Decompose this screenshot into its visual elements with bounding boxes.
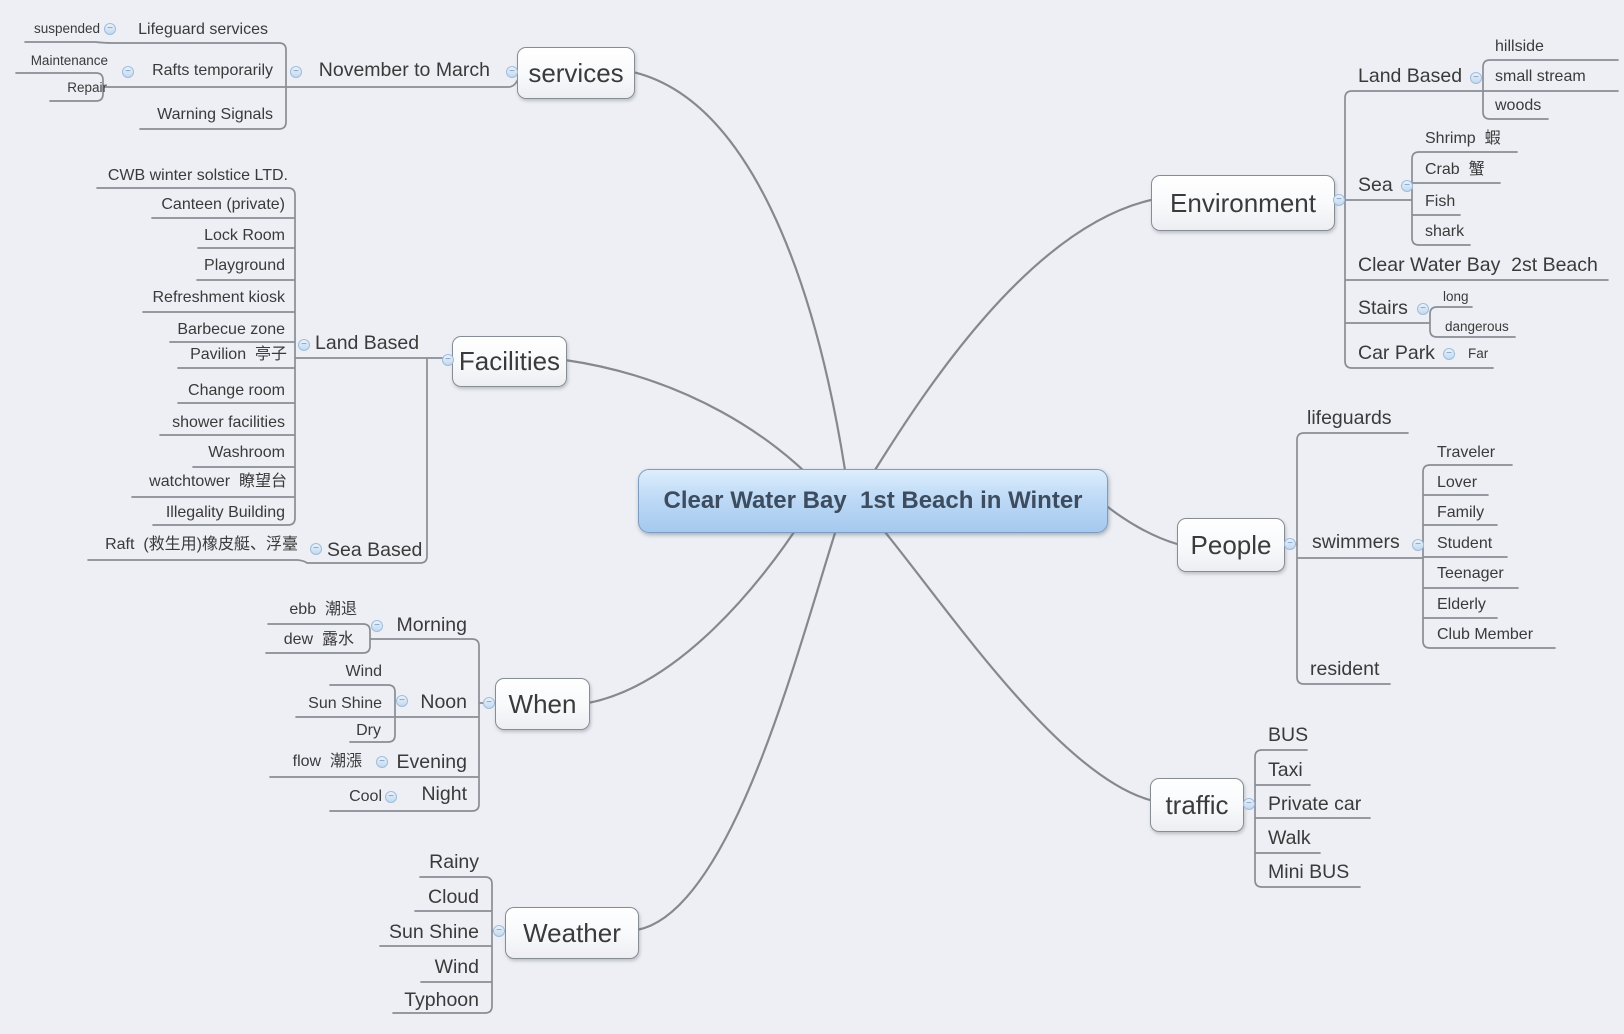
node-noon[interactable]: Noon bbox=[420, 691, 467, 713]
node-morning[interactable]: Morning bbox=[396, 614, 467, 636]
node-environment[interactable]: Environment bbox=[1151, 175, 1335, 231]
node-shark[interactable]: shark bbox=[1425, 223, 1465, 240]
node-suspended[interactable]: suspended bbox=[33, 21, 100, 36]
collapse-icon-sea-based[interactable]: − bbox=[310, 543, 322, 555]
collapse-icon-land-based[interactable]: − bbox=[298, 339, 310, 351]
collapse-icon-env-land-based[interactable]: − bbox=[1470, 72, 1482, 84]
node-washroom[interactable]: Washroom bbox=[208, 444, 285, 461]
node-maintenance[interactable]: Maintenance bbox=[30, 53, 108, 68]
node-mini-bus[interactable]: Mini BUS bbox=[1268, 861, 1350, 883]
node-long[interactable]: long bbox=[1443, 289, 1469, 304]
collapse-icon-sea[interactable]: − bbox=[1401, 180, 1413, 192]
collapse-icon-car-park[interactable]: − bbox=[1443, 348, 1455, 360]
node-resident[interactable]: resident bbox=[1310, 658, 1380, 680]
node-student[interactable]: Student bbox=[1437, 535, 1493, 552]
node-lock-room[interactable]: Lock Room bbox=[204, 227, 285, 244]
node-evening[interactable]: Evening bbox=[396, 751, 467, 773]
node-cwb-winter-solstice[interactable]: CWB winter solstice LTD. bbox=[107, 167, 288, 184]
node-when[interactable]: When bbox=[495, 678, 590, 730]
collapse-icon-facilities[interactable]: − bbox=[442, 354, 454, 366]
collapse-icon-stairs[interactable]: − bbox=[1417, 303, 1429, 315]
node-cool[interactable]: Cool bbox=[349, 788, 382, 805]
collapse-icon-morning[interactable]: − bbox=[371, 620, 383, 632]
collapse-icon-environment[interactable]: − bbox=[1333, 194, 1345, 206]
collapse-icon-november-to-march[interactable]: − bbox=[290, 66, 302, 78]
node-barbecue-zone[interactable]: Barbecue zone bbox=[177, 321, 285, 338]
node-flow[interactable]: flow 潮漲 bbox=[292, 753, 362, 770]
node-typhoon[interactable]: Typhoon bbox=[404, 989, 479, 1011]
node-taxi[interactable]: Taxi bbox=[1268, 759, 1303, 781]
node-watchtower[interactable]: watchtower 瞭望台 bbox=[149, 473, 287, 490]
collapse-icon-evening[interactable]: − bbox=[376, 756, 388, 768]
node-beach2[interactable]: Clear Water Bay 2st Beach bbox=[1358, 254, 1598, 276]
collapse-icon-noon[interactable]: − bbox=[396, 695, 408, 707]
node-traveler[interactable]: Traveler bbox=[1437, 444, 1496, 461]
node-shrimp[interactable]: Shrimp 蝦 bbox=[1425, 130, 1501, 147]
node-warning-signals[interactable]: Warning Signals bbox=[157, 106, 273, 123]
main-branch-curves bbox=[563, 70, 1179, 932]
node-shower-facilities[interactable]: shower facilities bbox=[172, 414, 285, 431]
node-walk[interactable]: Walk bbox=[1268, 827, 1311, 849]
node-stairs[interactable]: Stairs bbox=[1358, 297, 1408, 319]
node-hillside[interactable]: hillside bbox=[1495, 38, 1544, 55]
node-weather-wind[interactable]: Wind bbox=[434, 956, 479, 978]
node-change-room[interactable]: Change room bbox=[188, 382, 285, 399]
node-traffic[interactable]: traffic bbox=[1150, 778, 1244, 832]
collapse-icon-weather[interactable]: − bbox=[493, 925, 505, 937]
node-env-land-based[interactable]: Land Based bbox=[1358, 65, 1463, 87]
collapse-icon-when[interactable]: − bbox=[483, 697, 495, 709]
collapse-icon-lifeguard-services[interactable]: − bbox=[104, 23, 116, 35]
collapse-icon-night[interactable]: − bbox=[385, 791, 397, 803]
collapse-icon-traffic[interactable]: − bbox=[1243, 798, 1255, 810]
node-car-park[interactable]: Car Park bbox=[1358, 342, 1435, 364]
node-far[interactable]: Far bbox=[1468, 346, 1489, 361]
node-repair[interactable]: Repair bbox=[67, 80, 107, 95]
node-rainy[interactable]: Rainy bbox=[429, 851, 479, 873]
node-small-stream[interactable]: small stream bbox=[1495, 68, 1586, 85]
node-ebb[interactable]: ebb 潮退 bbox=[289, 601, 357, 618]
node-weather-sun-shine[interactable]: Sun Shine bbox=[389, 921, 479, 943]
node-rafts-temporarily[interactable]: Rafts temporarily bbox=[152, 62, 273, 79]
node-swimmers[interactable]: swimmers bbox=[1312, 531, 1400, 553]
node-facilities[interactable]: Facilities bbox=[452, 336, 567, 387]
node-raft[interactable]: Raft (救生用)橡皮艇、浮臺 bbox=[105, 536, 298, 553]
node-canteen[interactable]: Canteen (private) bbox=[161, 196, 285, 213]
node-lifeguard-services[interactable]: Lifeguard services bbox=[138, 21, 268, 38]
collapse-icon-swimmers[interactable]: − bbox=[1412, 539, 1424, 551]
node-lifeguards[interactable]: lifeguards bbox=[1307, 407, 1392, 429]
node-playground[interactable]: Playground bbox=[204, 257, 285, 274]
node-refreshment-kiosk[interactable]: Refreshment kiosk bbox=[152, 289, 286, 306]
node-land-based[interactable]: Land Based bbox=[315, 332, 420, 354]
node-lover[interactable]: Lover bbox=[1437, 474, 1478, 491]
node-dew[interactable]: dew 露水 bbox=[283, 631, 354, 648]
node-central[interactable]: Clear Water Bay 1st Beach in Winter bbox=[638, 469, 1108, 533]
collapse-icon-people[interactable]: − bbox=[1284, 538, 1296, 550]
node-teenager[interactable]: Teenager bbox=[1437, 565, 1504, 582]
node-fish[interactable]: Fish bbox=[1425, 193, 1456, 210]
node-pavilion[interactable]: Pavilion 亭子 bbox=[190, 346, 287, 363]
node-wind[interactable]: Wind bbox=[345, 663, 382, 680]
node-woods[interactable]: woods bbox=[1495, 97, 1542, 114]
node-sun-shine[interactable]: Sun Shine bbox=[308, 695, 382, 712]
node-november-to-march[interactable]: November to March bbox=[318, 59, 490, 81]
node-club-member[interactable]: Club Member bbox=[1437, 626, 1534, 643]
node-services[interactable]: services bbox=[517, 47, 635, 99]
node-elderly[interactable]: Elderly bbox=[1437, 596, 1486, 613]
node-dry[interactable]: Dry bbox=[356, 722, 381, 739]
node-private-car[interactable]: Private car bbox=[1268, 793, 1362, 815]
node-night[interactable]: Night bbox=[421, 783, 467, 805]
node-illegality-building[interactable]: Illegality Building bbox=[165, 504, 285, 521]
node-dangerous[interactable]: dangerous bbox=[1445, 319, 1509, 334]
node-cloud[interactable]: Cloud bbox=[428, 886, 479, 908]
collapse-icon-services[interactable]: − bbox=[506, 66, 518, 78]
node-bus[interactable]: BUS bbox=[1268, 724, 1309, 746]
node-family[interactable]: Family bbox=[1437, 504, 1485, 521]
node-crab[interactable]: Crab 蟹 bbox=[1425, 161, 1485, 178]
node-people[interactable]: People bbox=[1177, 518, 1285, 572]
node-sea-based[interactable]: Sea Based bbox=[327, 539, 423, 561]
collapse-icon-rafts-temporarily[interactable]: − bbox=[122, 66, 134, 78]
node-sea[interactable]: Sea bbox=[1358, 174, 1393, 196]
node-weather[interactable]: Weather bbox=[505, 907, 639, 959]
